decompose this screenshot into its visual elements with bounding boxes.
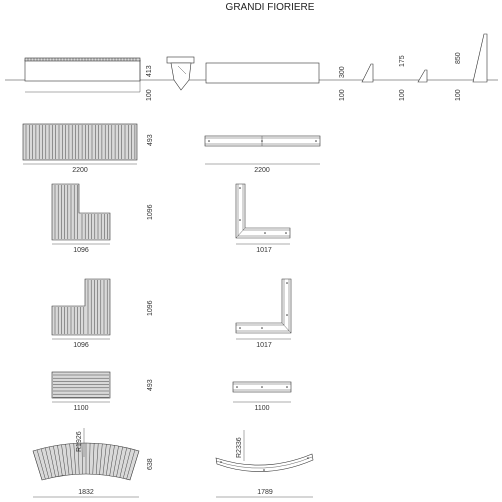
slat-line	[106, 444, 111, 476]
slat-line	[99, 443, 103, 475]
dim-box-base: 100	[339, 89, 346, 101]
curved-planter-frame-view	[215, 453, 314, 472]
slat-line	[109, 445, 115, 476]
slat-line	[61, 444, 66, 476]
dim-curved-chord-right: 1789	[257, 489, 273, 496]
dim-corner-b-side: 1096	[147, 300, 154, 316]
dim-corner-b-width-right: 1017	[256, 342, 272, 349]
dim-short-length-left: 1100	[73, 405, 88, 412]
drawing-title: GRANDI FIORIERE	[226, 2, 315, 13]
slat-line	[116, 446, 123, 477]
dim-support-b: 175	[399, 55, 406, 67]
slat-line	[119, 447, 128, 478]
dim-curved-radius-right: R2336	[236, 437, 243, 458]
slat-line	[95, 443, 99, 475]
slat-line	[92, 443, 95, 475]
slat-line	[40, 448, 50, 479]
slat-line	[53, 445, 60, 477]
dim-short-depth: 493	[147, 379, 154, 391]
dim-corner-a-side: 1096	[147, 204, 154, 220]
dim-long-depth: 493	[147, 134, 154, 146]
dim-short-length-right: 1100	[254, 405, 269, 412]
corner-planter-b-frame-view	[235, 278, 292, 334]
slat-line	[102, 444, 107, 475]
dim-long-length-left: 2200	[72, 167, 88, 174]
dim-support-c: 850	[455, 52, 462, 64]
dim-corner-b-width-left: 1096	[73, 342, 89, 349]
straight-planter-top-view	[22, 123, 138, 161]
slat-line	[36, 449, 46, 480]
slat-line	[73, 443, 77, 475]
dim-bench-base: 100	[146, 89, 153, 101]
slat-line	[112, 445, 119, 477]
slat-line	[44, 447, 53, 478]
slat-line	[77, 443, 80, 475]
support-profile-a	[361, 63, 374, 83]
slat-line	[65, 444, 70, 475]
bench-planter-elevation	[24, 57, 141, 93]
straight-planter-frame-view	[204, 135, 321, 147]
slat-line	[81, 443, 83, 475]
curved-planter-top-view	[32, 442, 140, 481]
corner-planter-a-frame-view	[235, 183, 291, 239]
slat-line	[57, 445, 63, 476]
dim-curved-depth: 638	[147, 458, 154, 470]
bench-slats-elevation	[27, 58, 137, 61]
short-planter-top-view	[51, 371, 111, 399]
planter-box-elevation	[205, 62, 320, 84]
dim-corner-a-width-right: 1017	[256, 247, 272, 254]
dim-curved-radius-left: R1926	[76, 431, 83, 452]
dim-long-length-right: 2200	[254, 167, 270, 174]
slat-line	[69, 443, 73, 475]
dim-support-b-base: 100	[399, 89, 406, 101]
dim-box-height: 300	[339, 66, 346, 78]
dim-curved-chord-left: 1832	[78, 489, 94, 496]
dim-corner-a-width-left: 1096	[73, 247, 89, 254]
corner-planter-b-top-view	[51, 278, 111, 336]
bench-side-profile	[166, 56, 195, 91]
slat-line	[122, 448, 132, 479]
slat-line	[49, 446, 56, 477]
dim-bench-height: 413	[146, 65, 153, 77]
dim-support-c-base: 100	[455, 89, 462, 101]
corner-planter-a-top-view	[51, 183, 111, 241]
support-profile-b	[417, 69, 428, 83]
support-profile-c	[472, 33, 488, 83]
slat-line	[89, 443, 91, 475]
short-planter-frame-view	[232, 381, 292, 393]
slat-line	[126, 449, 136, 480]
